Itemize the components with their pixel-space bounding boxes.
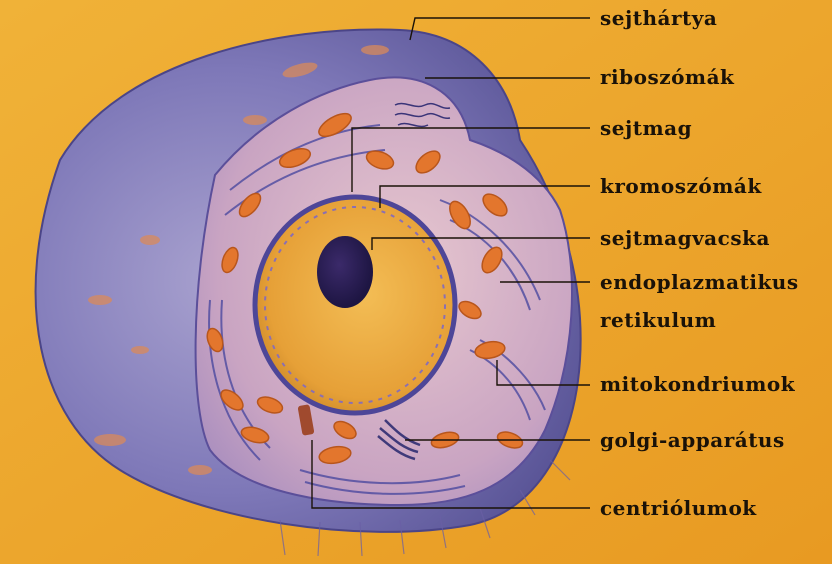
label-kromoszomak: kromoszómák <box>600 174 762 198</box>
label-retikulum: retikulum <box>600 308 716 332</box>
nucleolus <box>317 236 373 308</box>
label-sejthartya: sejthártya <box>600 6 717 30</box>
label-sejtmag: sejtmag <box>600 116 692 140</box>
label-riboszomak: riboszómák <box>600 65 734 89</box>
label-centriolumok: centriólumok <box>600 496 757 520</box>
label-golgi-apparatus: golgi-apparátus <box>600 428 785 452</box>
label-mitokondriumok: mitokondriumok <box>600 372 795 396</box>
label-sejtmagvacska: sejtmagvacska <box>600 226 770 250</box>
label-endoplazmatikus: endoplazmatikus <box>600 270 799 294</box>
